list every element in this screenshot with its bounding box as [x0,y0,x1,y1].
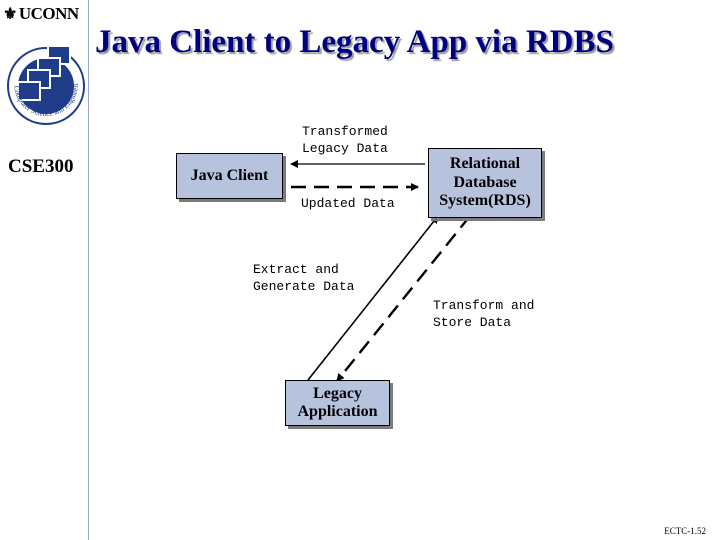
edge-transform-store-line [336,215,471,382]
stacked-windows-icon [17,45,71,101]
label-extract: Extract and Generate Data [253,262,355,294]
uconn-brand: ⚜UCONN [3,4,79,24]
brand-label: UCONN [18,4,79,23]
label-transform-store: Transform and Store Data [433,298,535,330]
edge-extract-line [307,215,439,381]
label-updated: Updated Data [301,196,395,211]
rds-label: Relational Database System(RDS) [439,155,531,210]
page-id: ECTC-1.52 [664,526,706,536]
uconn-seal-icon: ⚜ [3,6,17,23]
course-code: CSE300 [8,156,74,177]
page-title: Java Client to Legacy App via RDBS [95,24,614,60]
node-java-client: Java Client [176,153,283,199]
node-legacy: Legacy Application [285,380,390,426]
cse-logo-icon: Computer Science and Engineering [2,26,85,125]
java-client-label: Java Client [190,167,269,184]
label-transformed: Transformed Legacy Data [302,124,388,156]
sidebar: ⚜UCONN Computer Science and Engineering … [0,0,89,540]
legacy-label: Legacy Application [297,384,378,420]
node-rds: Relational Database System(RDS) [428,148,542,218]
